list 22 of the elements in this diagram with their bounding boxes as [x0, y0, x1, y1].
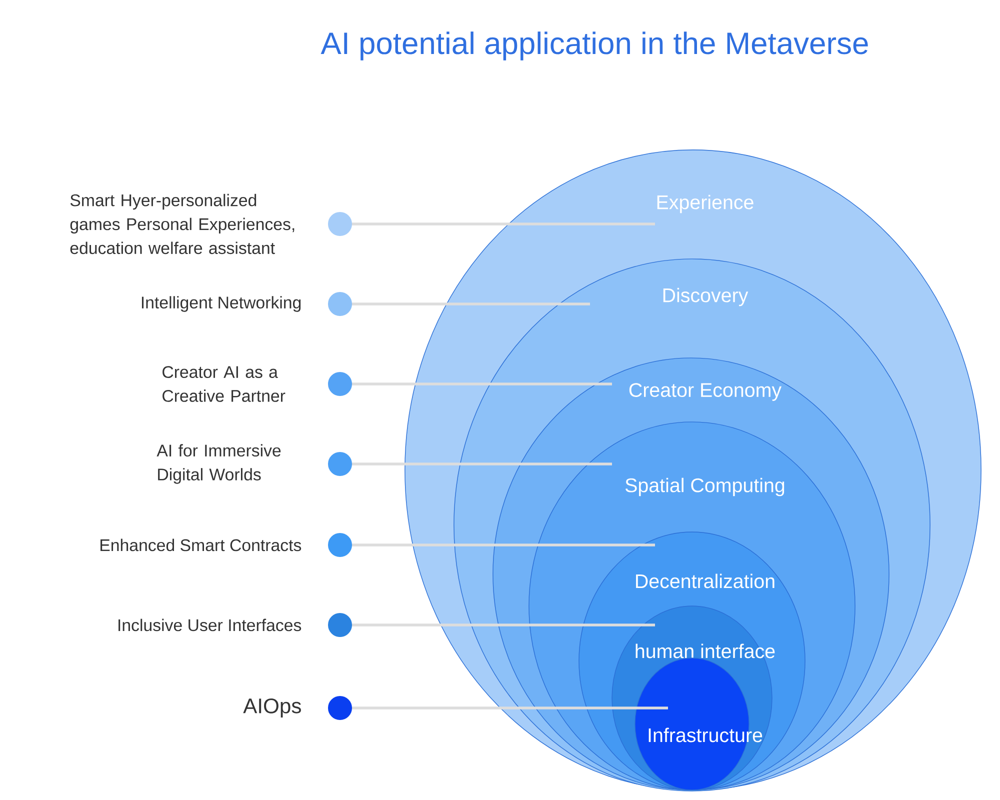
layer-label: Spatial Computing: [625, 478, 784, 496]
leader-line: [328, 292, 590, 316]
layer-label: human interface: [636, 644, 775, 658]
leader-line: [328, 613, 655, 637]
layer-label: Creator Economy: [629, 383, 782, 401]
item-label: Intelligent Networking: [142, 296, 301, 312]
leader-line: [328, 452, 612, 476]
leader-line: [328, 533, 655, 557]
layer-label: Discovery: [663, 288, 748, 306]
item-label: AIOps: [243, 698, 301, 718]
leader-line: [328, 212, 655, 236]
title: AI potential application in the Metaverse: [320, 32, 868, 60]
item-label: AI for Immersive Digital Worlds: [156, 444, 281, 484]
leader-line: [328, 372, 612, 396]
layer-label: Decentralization: [636, 574, 774, 588]
item-label: Creator AI as a Creative Partner: [162, 366, 286, 402]
layer-label: Experience: [657, 194, 754, 214]
item-label: Enhanced Smart Contracts: [100, 538, 302, 552]
layer-label: Infrastructure: [648, 728, 762, 742]
item-label: Inclusive User Interfaces: [118, 618, 302, 632]
item-label: Smart Hyer-personalized games Personal Experiences, education welfare assistant: [70, 194, 294, 254]
leader-line: [328, 696, 668, 720]
